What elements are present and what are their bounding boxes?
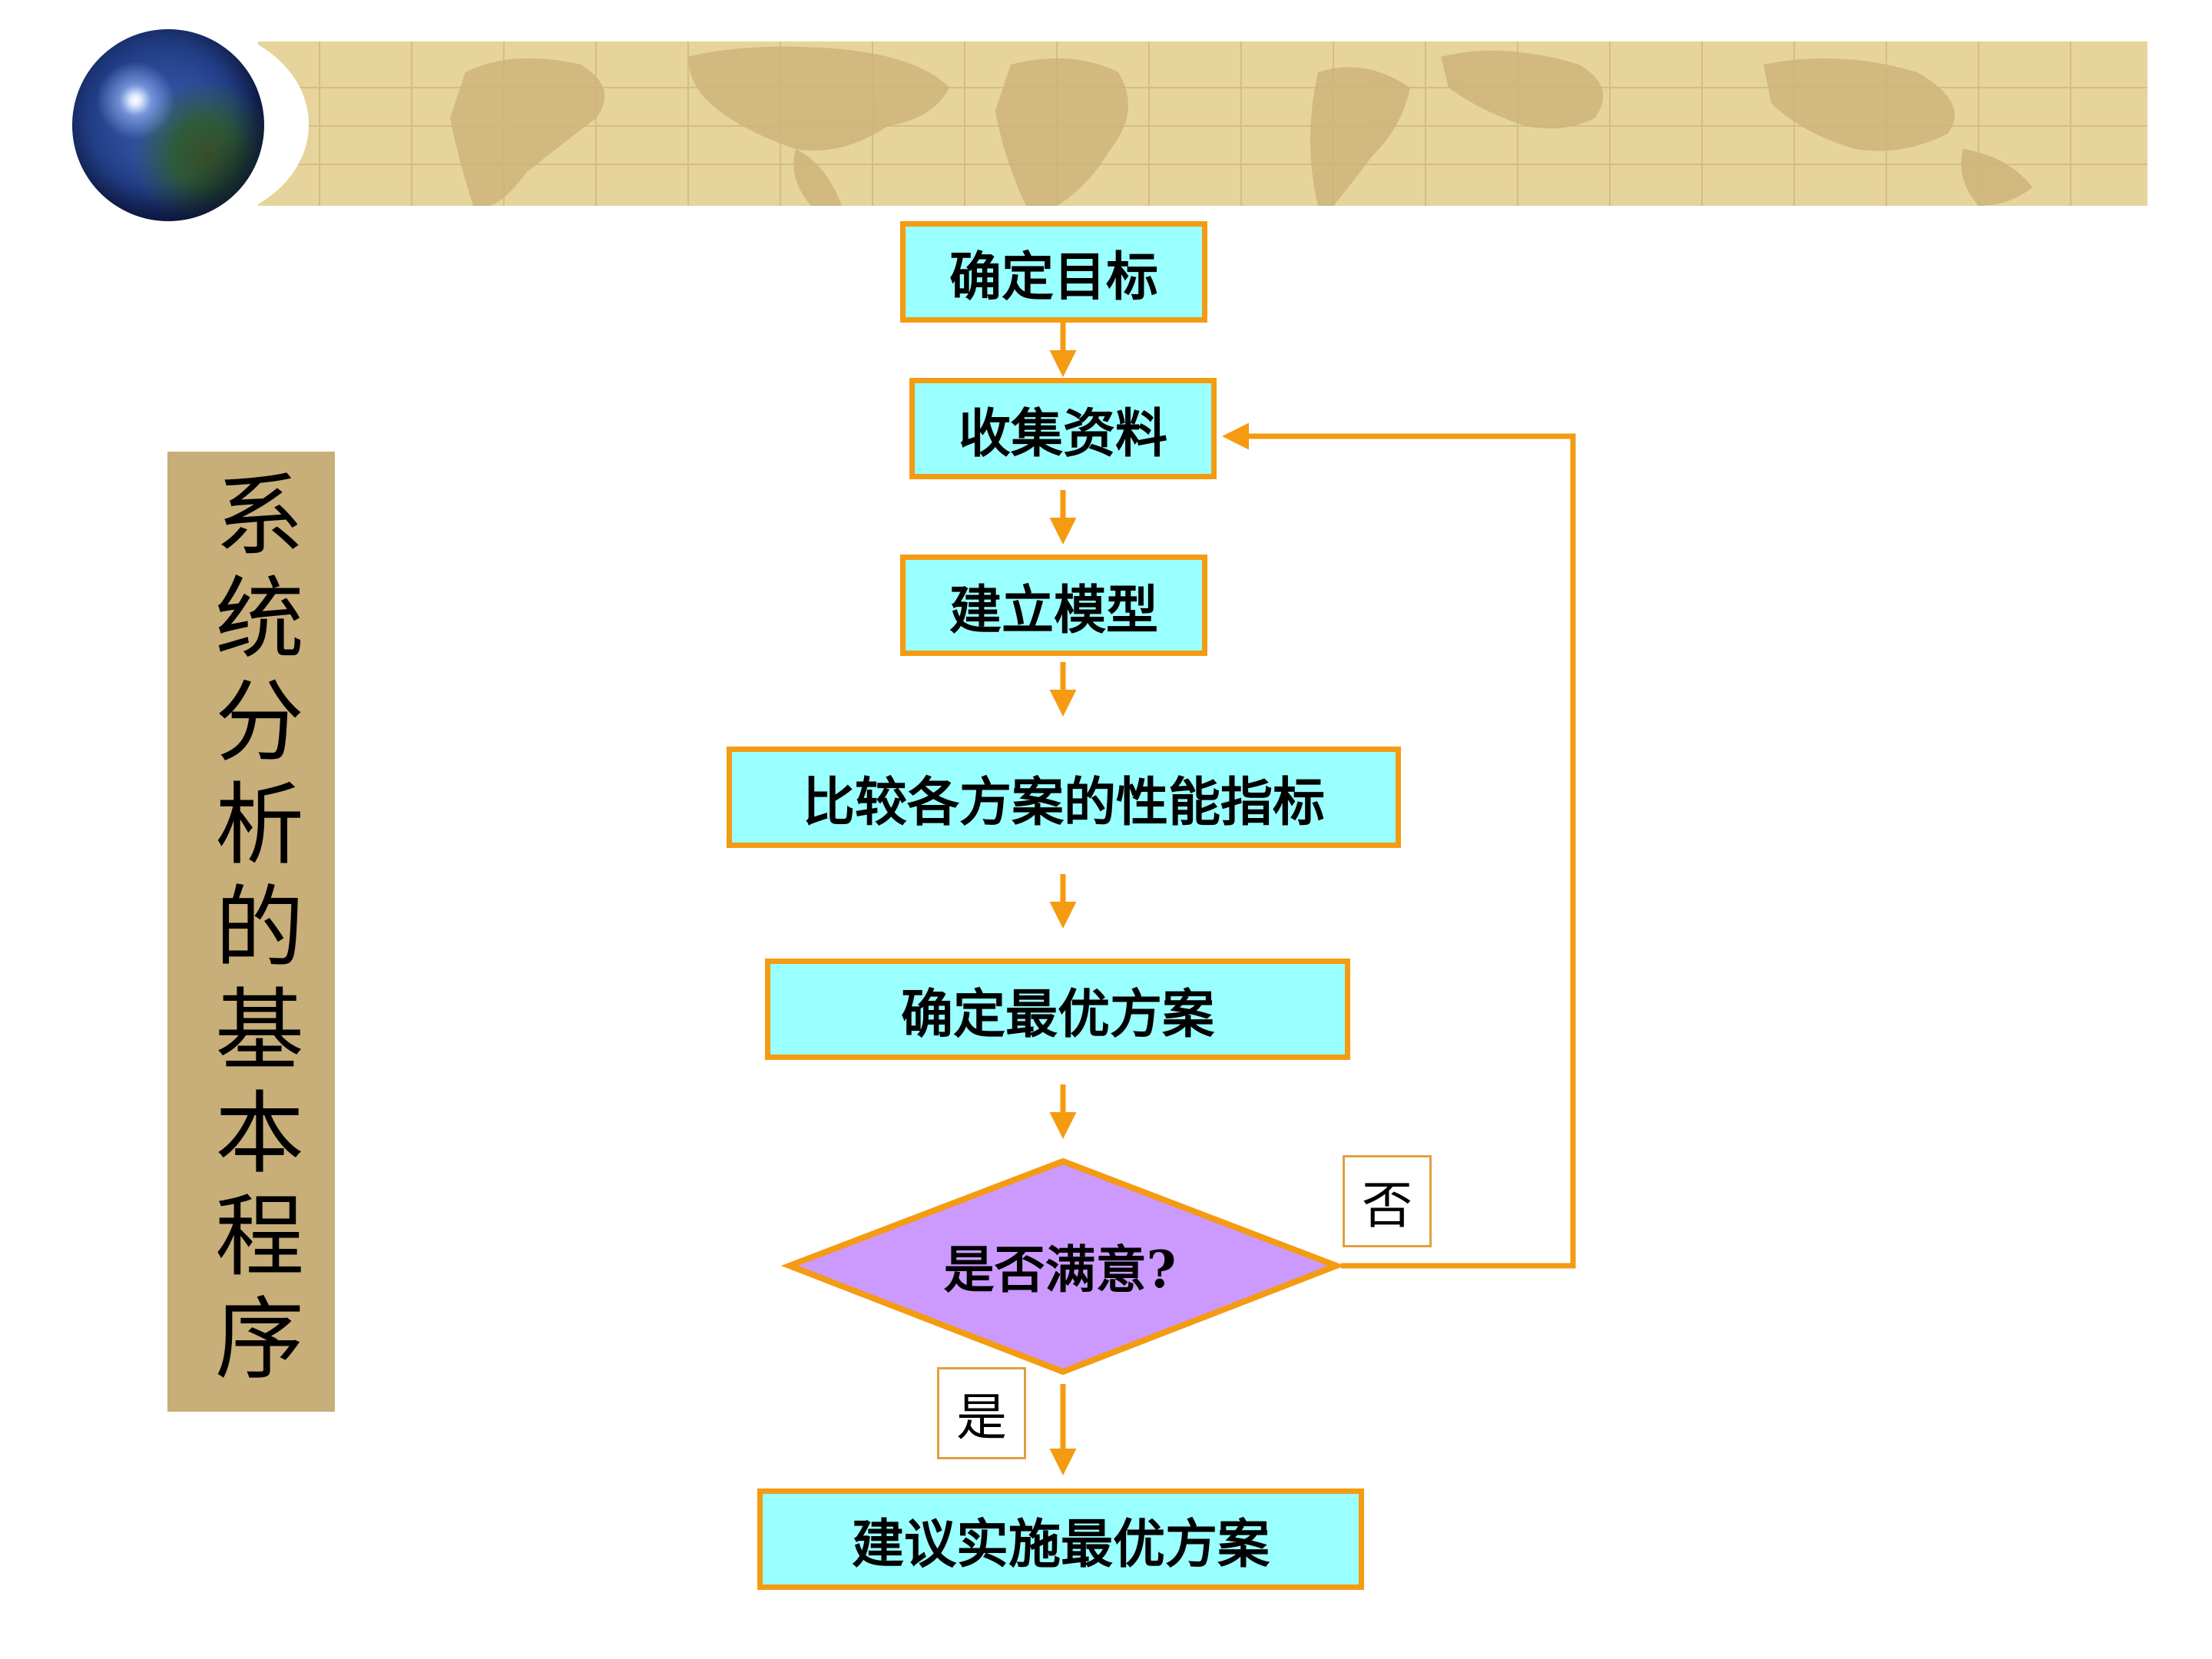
globe-icon: [72, 29, 264, 221]
step-determine-optimal: 确定最优方案: [765, 959, 1350, 1060]
header-banner: [258, 41, 2147, 206]
side-title: 系统分析的基本程序: [200, 469, 303, 1395]
step-build-model: 建立模型: [900, 555, 1207, 656]
step-collect-data: 收集资料: [909, 378, 1217, 479]
feedback-loop: [1222, 422, 1576, 1269]
decision-label: 是否满意?: [943, 1240, 1177, 1300]
step-implement-optimal: 建议实施最优方案: [757, 1488, 1364, 1590]
step-determine-goal: 确定目标: [900, 221, 1207, 323]
branch-no-label: 否: [1343, 1155, 1432, 1247]
side-title-panel: 系统分析的基本程序: [167, 452, 335, 1412]
world-map-decoration: [258, 41, 2147, 206]
branch-yes-label: 是: [937, 1367, 1026, 1459]
step-compare-indicators: 比较各方案的性能指标: [727, 747, 1401, 848]
decision-diamond: [780, 1157, 1346, 1376]
